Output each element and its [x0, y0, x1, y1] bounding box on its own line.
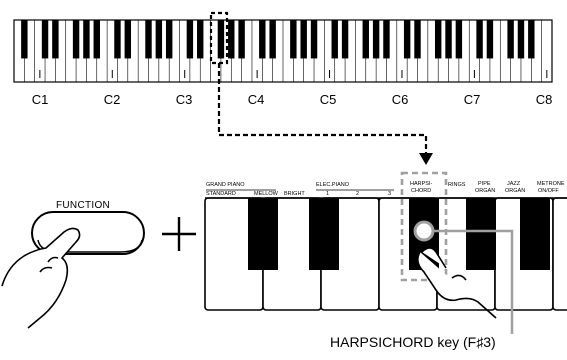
- black-key: [403, 20, 411, 59]
- pipe-organ-label-2: ORGAN: [475, 188, 496, 194]
- black-key: [197, 20, 204, 59]
- black-key: [362, 20, 369, 59]
- octave-label-c8: C8: [535, 92, 553, 107]
- black-key: [93, 20, 100, 59]
- zoom-white-key: [552, 197, 567, 311]
- metronome-label-2: ON/OFF: [538, 188, 559, 194]
- harpsichord-label-2: CHORD: [411, 188, 432, 194]
- black-key: [269, 20, 276, 59]
- zoomed-keyboard: [204, 197, 567, 311]
- black-key: [476, 20, 483, 59]
- jazz-organ-label-1: JAZZ: [507, 181, 521, 187]
- octave-label-c3: C3: [175, 92, 193, 107]
- black-key: [331, 20, 338, 59]
- elec-piano-3-label: 3: [388, 191, 392, 197]
- function-button-label: FUNCTION: [56, 200, 111, 211]
- harpsichord-key-caption: HARPSICHORD key (F♯3): [330, 334, 496, 350]
- black-key: [41, 20, 49, 59]
- black-key: [52, 20, 59, 59]
- jazz-organ-label-2: ORGAN: [505, 188, 526, 194]
- black-key: [124, 20, 132, 59]
- black-key: [83, 20, 90, 59]
- black-key: [528, 20, 535, 59]
- zoom-black-key: [248, 198, 278, 270]
- octave-label-c7: C7: [463, 92, 481, 107]
- black-key: [165, 20, 173, 59]
- octave-label-c5: C5: [319, 92, 337, 107]
- black-key: [290, 20, 297, 59]
- harpsichord-highlight: [400, 171, 448, 282]
- black-key: [217, 20, 225, 59]
- black-key: [507, 20, 514, 59]
- harpsichord-label-1: HARPSI-: [410, 181, 433, 187]
- black-key: [300, 20, 307, 59]
- plus-icon: [162, 217, 196, 251]
- elec-piano-label: ELEC.PIANO: [316, 182, 350, 188]
- standard-label: STANDARD: [206, 191, 236, 197]
- black-key: [238, 20, 245, 59]
- zoom-black-key: [309, 198, 339, 270]
- black-key: [517, 20, 525, 59]
- zoom-black-key: [466, 198, 496, 270]
- pointer-arrow: [217, 63, 428, 153]
- black-key: [155, 20, 163, 59]
- black-key: [259, 20, 266, 59]
- black-key: [186, 20, 194, 59]
- callout-line: [433, 229, 514, 334]
- elec-piano-1-label: 1: [326, 191, 330, 197]
- harpsichord-key-marker: [413, 220, 435, 242]
- hand-left-icon: [1, 227, 81, 329]
- black-key: [72, 20, 80, 59]
- octave-label-c4: C4: [247, 92, 265, 107]
- black-key: [21, 20, 28, 59]
- elec-piano-2-label: 2: [356, 191, 360, 197]
- black-key: [455, 20, 463, 59]
- black-key: [372, 20, 380, 59]
- octave-label-c2: C2: [103, 92, 121, 107]
- arrow-head: [419, 153, 433, 165]
- zoom-black-key: [520, 198, 550, 270]
- mellow-label: MELLOW: [254, 191, 278, 197]
- black-key: [145, 20, 152, 59]
- black-key: [414, 20, 421, 59]
- black-key: [310, 20, 318, 59]
- black-key: [114, 20, 121, 59]
- hand-right-icon: [416, 247, 497, 319]
- black-key: [341, 20, 349, 59]
- metronome-label-1: METRONE: [537, 181, 565, 187]
- pipe-organ-label-1: PIPE: [478, 181, 491, 187]
- octave-label-c6: C6: [391, 92, 409, 107]
- black-key: [434, 20, 442, 59]
- full-keyboard: [13, 19, 553, 83]
- black-key: [383, 20, 390, 59]
- black-key: [486, 20, 494, 59]
- black-keys: [21, 20, 535, 59]
- strings-label: RINGS: [448, 182, 466, 188]
- black-key: [228, 20, 235, 59]
- octave-label-c1: C1: [31, 92, 49, 107]
- grand-piano-label: GRAND PIANO: [206, 182, 245, 188]
- bright-label: BRIGHT: [284, 191, 305, 197]
- black-key: [445, 20, 452, 59]
